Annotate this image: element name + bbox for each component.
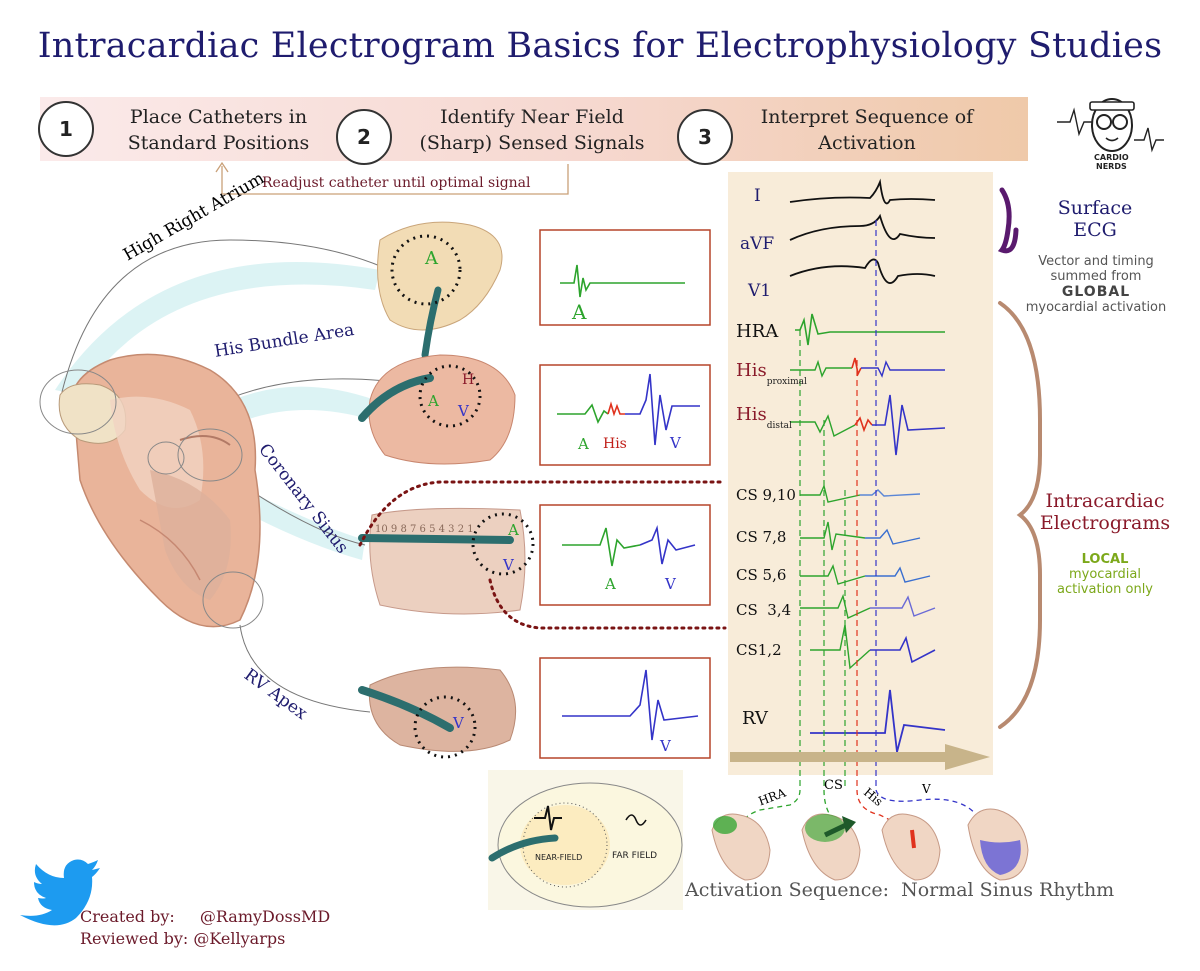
anatomy-rv-v: V — [453, 714, 464, 732]
lead-cs-56: CS 5,6 — [736, 566, 787, 584]
activation-sequence-caption: Activation Sequence: Normal Sinus Rhythm — [685, 879, 1115, 901]
seq-label-v: V — [922, 782, 931, 796]
lead-rv: RV — [742, 708, 768, 729]
anatomy-his-v: V — [458, 402, 469, 420]
surface-title-1: Surface — [1057, 197, 1133, 219]
lead-his-dist-sub: distal — [766, 421, 792, 431]
surface-global: GLOBAL — [1061, 284, 1131, 300]
step-1-number: 1 — [38, 101, 94, 157]
step-2-line2: (Sharp) Sensed Signals — [419, 132, 645, 154]
steps-banner — [40, 97, 1028, 161]
anatomy-cs-v: V — [503, 556, 514, 574]
anatomy-his-h: H — [462, 372, 475, 388]
panel-his-v: V — [670, 434, 681, 452]
panel-hra-a: A — [572, 300, 587, 324]
reviewed-label: Reviewed by: — [80, 929, 189, 948]
step-2-line1: Identify Near Field — [440, 106, 624, 128]
logo-text-2: NERDS — [1096, 162, 1127, 170]
intracardiac-title-2: Electrograms — [1039, 512, 1171, 534]
step-3-line2: Activation — [818, 132, 916, 154]
surface-ecg-desc: Vector and timing summed from GLOBAL myo… — [1016, 254, 1176, 315]
lead-cs-12: CS1,2 — [736, 641, 782, 659]
panel-rv-v: V — [660, 737, 671, 755]
lead-his-dist-text: His — [736, 404, 767, 425]
panel-his-his: His — [603, 436, 627, 452]
surface-title-2: ECG — [1073, 219, 1117, 241]
surface-desc-1: Vector and timing — [1038, 254, 1154, 269]
seq-label-cs: CS — [824, 778, 843, 793]
heart-illustration — [39, 353, 264, 629]
anatomy-his-a: A — [428, 392, 439, 410]
surface-desc-2: summed from — [1050, 269, 1142, 284]
sequence-heart-his — [881, 813, 941, 881]
panel-his-a: A — [578, 435, 589, 453]
surface-ecg-title: Surface ECG — [1030, 197, 1160, 241]
intracardiac-title: Intracardiac Electrograms — [1030, 490, 1180, 534]
cardionerds-logo: CARDIO NERDS — [1057, 98, 1164, 170]
sequence-heart-v — [967, 808, 1029, 881]
lead-his-proximal: Hisproximal — [736, 360, 807, 387]
lead-hra: HRA — [736, 321, 779, 342]
anatomy-cs-a: A — [508, 521, 519, 539]
readjust-note: Readjust catheter until optimal signal — [262, 175, 531, 191]
intracardiac-local: LOCAL — [1081, 552, 1129, 567]
reviewed-handle[interactable]: @Kellyarps — [193, 929, 286, 948]
sequence-heart-hra — [711, 813, 771, 881]
rv-anatomy — [358, 666, 517, 759]
anatomy-cs-numbers: 10 9 8 7 6 5 4 3 2 1 — [375, 524, 474, 535]
step-3-number: 3 — [677, 109, 733, 165]
lead-avf: aVF — [740, 234, 775, 254]
credits-created: Created by: @RamyDossMD — [80, 907, 330, 926]
page-title: Intracardiac Electrogram Basics for Elec… — [37, 26, 1163, 66]
anatomy-hra-a: A — [425, 248, 438, 269]
credits-reviewed: Reviewed by: @Kellyarps — [80, 929, 285, 948]
lead-i: I — [754, 186, 761, 206]
intracardiac-desc: LOCAL myocardial activation only — [1030, 552, 1180, 597]
step-2-text: Identify Near Field (Sharp) Sensed Signa… — [402, 104, 662, 156]
cs-anatomy — [358, 507, 535, 615]
lead-cs-78: CS 7,8 — [736, 528, 787, 546]
intracardiac-title-1: Intracardiac — [1045, 490, 1165, 512]
panel-cs-a: A — [605, 575, 616, 593]
intracardiac-desc-2: activation only — [1056, 582, 1153, 597]
readjust-arrow — [215, 161, 569, 195]
his-anatomy — [358, 354, 516, 465]
step-1-text: Place Catheters in Standard Positions — [106, 104, 331, 156]
logo-text-1: CARDIO — [1094, 153, 1129, 162]
intracardiac-desc-1: myocardial — [1069, 567, 1141, 582]
lead-cs-34: CS 3,4 — [736, 601, 792, 619]
twitter-bird-icon — [20, 859, 100, 926]
step-1-line1: Place Catheters in — [129, 106, 308, 128]
near-field-label: NEAR-FIELD — [535, 853, 583, 862]
lead-cs-910: CS 9,10 — [736, 486, 796, 504]
created-label: Created by: — [80, 907, 175, 926]
created-handle[interactable]: @RamyDossMD — [199, 907, 331, 926]
panel-cs-v: V — [665, 575, 676, 593]
step-2-number: 2 — [336, 109, 392, 165]
hra-anatomy — [377, 221, 503, 359]
step-3-line1: Interpret Sequence of — [760, 106, 974, 128]
far-field-label: FAR FIELD — [612, 851, 658, 861]
surface-desc-3: myocardial activation — [1025, 300, 1167, 315]
step-3-text: Interpret Sequence of Activation — [742, 104, 992, 156]
lead-his-prox-sub: proximal — [766, 377, 807, 387]
step-1-line2: Standard Positions — [127, 132, 310, 154]
lead-his-prox-text: His — [736, 360, 767, 381]
sequence-heart-cs — [801, 813, 861, 881]
lead-his-distal: Hisdistal — [736, 404, 792, 431]
lead-v1: V1 — [748, 281, 772, 301]
